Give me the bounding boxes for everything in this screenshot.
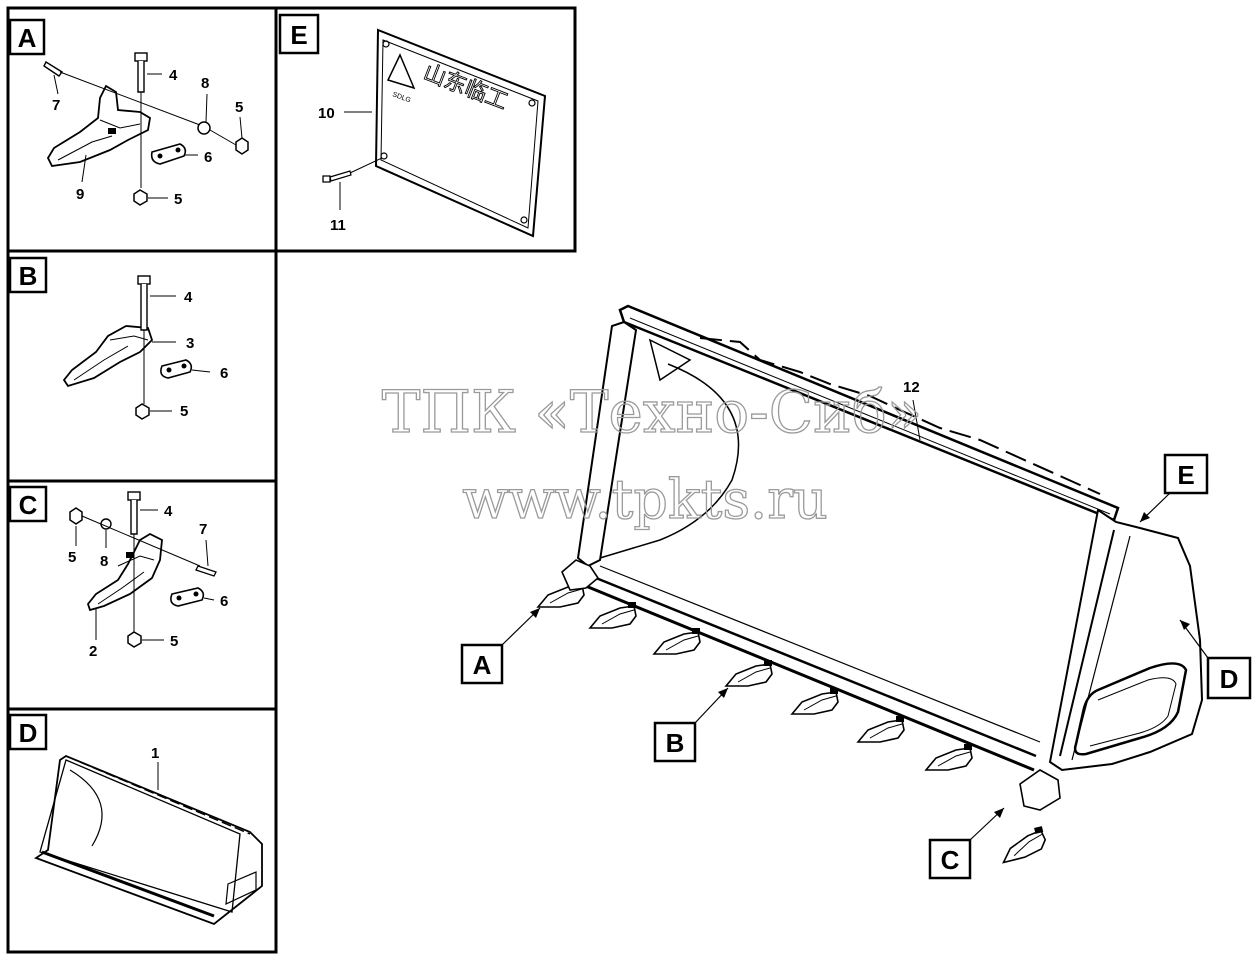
panel-d-label-box bbox=[8, 713, 48, 751]
watermark-line-2: www.tpkts.ru bbox=[462, 468, 828, 531]
part-label-a-4: 4 bbox=[169, 67, 178, 84]
part-label-a-8: 8 bbox=[201, 75, 209, 92]
part-label-e-11: 11 bbox=[330, 217, 346, 234]
panel-d-letter: D bbox=[19, 718, 38, 748]
callout-b-box bbox=[653, 721, 697, 763]
callout-d-letter: D bbox=[1220, 664, 1239, 694]
panel-a: A 4 bbox=[8, 18, 249, 208]
part-label-c-5-bottom: 5 bbox=[170, 633, 178, 650]
part-label-12: 12 bbox=[903, 379, 920, 396]
callout-a-box bbox=[460, 643, 504, 685]
panel-b: B 4 3 6 5 bbox=[8, 256, 228, 420]
part-label-c-7: 7 bbox=[199, 521, 207, 538]
callout-d-box bbox=[1206, 656, 1252, 700]
sdlg-logo-triangle bbox=[386, 53, 416, 90]
part-label-a-6: 6 bbox=[204, 149, 212, 166]
part-label-a-7: 7 bbox=[52, 97, 60, 114]
adapter-a-drawing bbox=[46, 84, 187, 167]
name-plate-drawing: SDLG 山东临工 bbox=[374, 28, 547, 238]
small-bucket-drawing bbox=[34, 754, 263, 926]
panel-e: E SDLG 山东临工 10 11 bbox=[278, 13, 547, 238]
main-bucket-drawing bbox=[537, 304, 1204, 864]
part-label-c-4: 4 bbox=[164, 503, 173, 520]
part-label-b-5: 5 bbox=[180, 403, 188, 420]
adapter-c-drawing bbox=[86, 532, 205, 612]
panel-a-letter: A bbox=[18, 23, 37, 53]
panel-d: D 1 bbox=[8, 713, 263, 926]
part-label-c-8: 8 bbox=[100, 553, 108, 570]
panel-e-label-box bbox=[278, 13, 320, 55]
part-label-c-2: 2 bbox=[89, 643, 97, 660]
part-label-b-6: 6 bbox=[220, 365, 228, 382]
callout-c-letter: C bbox=[941, 845, 960, 875]
part-label-c-6: 6 bbox=[220, 593, 228, 610]
part-label-d-1: 1 bbox=[151, 745, 159, 762]
watermark: ТПК «Техно-Сиб» www.tpkts.ru bbox=[381, 377, 923, 531]
callout-e-letter: E bbox=[1177, 460, 1194, 490]
callout-e-box bbox=[1163, 453, 1209, 495]
part-label-a-5-top: 5 bbox=[235, 99, 243, 116]
panel-c-letter: C bbox=[19, 490, 38, 520]
part-label-b-4: 4 bbox=[184, 289, 193, 306]
panel-a-label-box bbox=[8, 18, 46, 56]
part-label-b-3: 3 bbox=[186, 335, 194, 352]
bolt-4-a bbox=[134, 52, 148, 188]
callout-b-letter: B bbox=[666, 728, 685, 758]
panel-c: C 4 5 8 7 6 2 5 bbox=[8, 485, 228, 660]
panel-c-label-box bbox=[8, 485, 48, 523]
main-callouts: 12 A B C D E bbox=[460, 379, 1252, 880]
watermark-line-1: ТПК «Техно-Сиб» bbox=[382, 378, 922, 446]
panel-b-letter: B bbox=[19, 261, 38, 291]
adapter-b-drawing bbox=[62, 325, 193, 388]
part-label-a-5-bottom: 5 bbox=[174, 191, 182, 208]
callout-a-letter: A bbox=[473, 650, 492, 680]
callout-c-box bbox=[928, 838, 972, 880]
part-label-a-9: 9 bbox=[76, 186, 84, 203]
panel-e-letter: E bbox=[290, 20, 307, 50]
panel-b-label-box bbox=[8, 256, 48, 294]
part-label-c-5-top: 5 bbox=[68, 549, 76, 566]
part-label-e-10: 10 bbox=[318, 105, 335, 122]
panel-frames bbox=[6, 6, 577, 954]
